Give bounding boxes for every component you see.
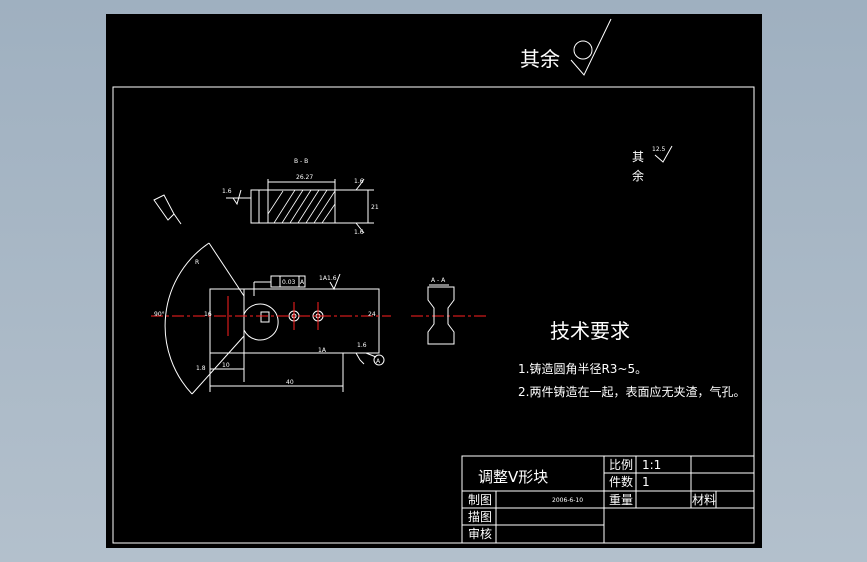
roughness-c: 1.6 (354, 229, 364, 236)
dim-arc-small: 1.8 (196, 365, 206, 372)
tech-item-2: 2.两件铸造在一起，表面应无夹渣，气孔。 (518, 384, 745, 399)
section-view-right (427, 286, 455, 345)
drawing-frame (112, 86, 755, 544)
section-label-right: A - A (431, 277, 446, 284)
roughness-symbol-top (570, 18, 612, 76)
dim-notch: 16 (204, 311, 212, 318)
tech-item-1: 1.铸造圆角半径R3~5。 (518, 361, 647, 376)
weight-label: 重量 (609, 493, 633, 507)
tolerance-datum: A (300, 279, 305, 286)
side-note-line1: 其 (632, 150, 644, 164)
dim-1a-top: 1A (319, 275, 328, 282)
section-label-top: B - B (294, 158, 308, 165)
dim-40: 40 (286, 379, 294, 386)
bottom-dimensions (209, 353, 344, 392)
roughness-symbol-e (355, 352, 365, 365)
drawn-label: 制图 (468, 493, 492, 507)
dim-sec-width: 26.27 (296, 174, 313, 181)
count-value: 1 (642, 475, 650, 489)
top-roughness-note: 其余 (520, 47, 560, 71)
roughness-symbol-d (329, 273, 341, 291)
scale-label: 比例 (609, 458, 633, 472)
side-note-line2: 余 (632, 168, 644, 183)
tolerance-value: 0.03 (282, 279, 296, 286)
check-label: 审核 (468, 526, 492, 541)
material-label: 材料 (692, 493, 716, 507)
roughness-d: 1.6 (327, 275, 337, 282)
title-block (461, 455, 755, 544)
dim-sec-height: 21 (371, 204, 379, 211)
scale-value: 1:1 (642, 458, 661, 472)
drawing-sheet[interactable]: 其余 其 余 12.5 B - B (106, 14, 762, 548)
dim-10: 10 (222, 362, 230, 369)
tech-requirements-title: 技术要求 (550, 319, 630, 343)
section-view-top (226, 178, 374, 234)
dim-block-height: 24 (368, 311, 376, 318)
part-name: 调整V形块 (478, 468, 548, 486)
drawn-date: 2006-6-10 (552, 497, 583, 504)
roughness-b: 1.6 (354, 178, 364, 185)
dim-1a-bottom: 1A (318, 347, 327, 354)
dim-arc-r: R (195, 259, 199, 266)
dim-arc-angle: 90° (154, 311, 165, 318)
side-roughness-symbol (654, 145, 673, 163)
roughness-e: 1.6 (357, 342, 367, 349)
drawing-canvas[interactable]: 其余 其 余 12.5 B - B (106, 14, 762, 548)
count-label: 件数 (609, 474, 633, 489)
draft-label: 描图 (468, 510, 492, 524)
arc-angle-dimension (153, 194, 245, 395)
datum-a-letter: A (376, 358, 381, 365)
roughness-a: 1.6 (222, 188, 232, 195)
tolerance-frame (253, 275, 306, 296)
centre-lines (151, 296, 488, 336)
side-roughness-value: 12.5 (652, 146, 666, 153)
datum-a-symbol (358, 352, 385, 366)
